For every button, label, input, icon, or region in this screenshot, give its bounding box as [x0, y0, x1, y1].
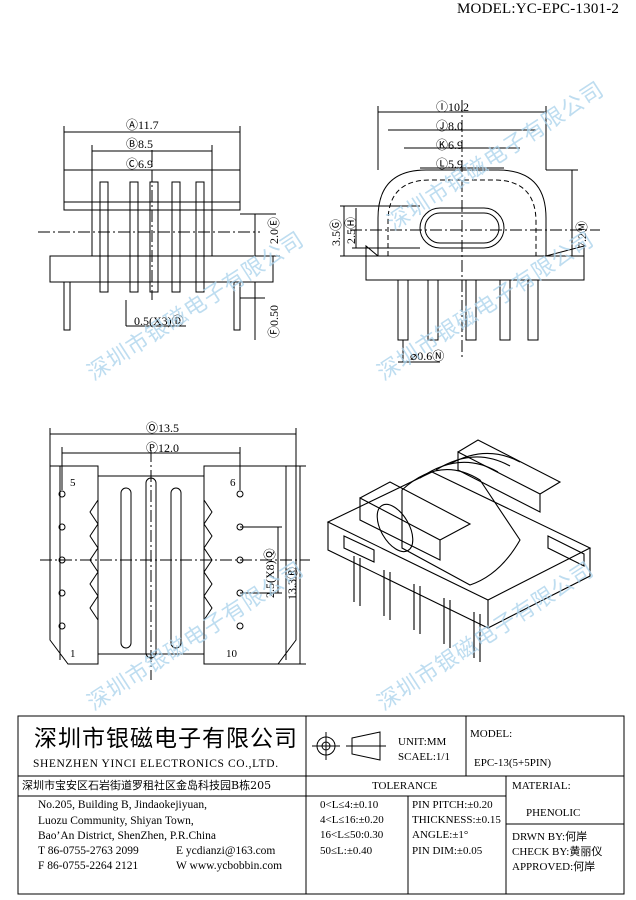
pin-label-6: 6 [230, 477, 236, 489]
model-value: EPC-13(5+5PIN) [474, 757, 552, 769]
tolerance-4: 50≤L:±0.40 [320, 845, 373, 857]
company-name-cn: 深圳市银磁电子有限公司 [34, 726, 298, 752]
company-name-en: SHENZHEN YINCI ELECTRONICS CO.,LTD. [33, 758, 279, 770]
model-title: MODEL:YC-EPC-1301-2 [457, 1, 620, 17]
tolerance-1: 0<L≤4:±0.10 [320, 799, 379, 811]
thickness: THICKNESS:±0.15 [412, 814, 501, 826]
fax: F 86-0755-2264 2121 [38, 860, 139, 872]
tolerance-2: 4<L≤16:±0.20 [320, 814, 384, 826]
bottom-view [40, 428, 310, 680]
dim-A: Ⓐ11.7 [126, 118, 159, 132]
pin-label-10: 10 [226, 648, 237, 660]
material-value: PHENOLIC [526, 807, 581, 819]
pin-label-5: 5 [70, 477, 76, 489]
dim-N: ⌀0.6Ⓝ [410, 349, 445, 363]
dim-D: 0.5(X3)Ⓓ [134, 314, 184, 328]
angle: ANGLE:±1° [412, 829, 469, 841]
scale-label: SCAEL:1/1 [398, 751, 450, 763]
dim-B: Ⓑ8.5 [126, 137, 154, 151]
address-en-line2: Luozu Community, Shiyan Town, [38, 815, 194, 827]
unit-label: UNIT:MM [398, 736, 447, 748]
dim-O: Ⓞ13.5 [146, 421, 180, 435]
address-en-line1: No.205, Building B, Jindaokejiyuan, [38, 799, 207, 811]
dim-L: Ⓛ5.9 [436, 157, 464, 171]
tel: T 86-0755-2763 2099 [38, 845, 139, 857]
material-label: MATERIAL: [512, 780, 571, 792]
website: W www.ycbobbin.com [176, 860, 283, 872]
dim-F: Ⓕ0.50 [267, 304, 281, 338]
isometric-view [326, 439, 592, 662]
dim-I: Ⓘ10.2 [436, 100, 470, 114]
address-cn: 深圳市宝安区石岩街道罗租社区金岛科技园B栋205 [22, 779, 272, 792]
dim-J: Ⓙ8.0 [436, 119, 464, 133]
pin-pitch: PIN PITCH:±0.20 [412, 799, 493, 811]
address-en-line3: Bao’An District, ShenZhen, P.R.China [38, 830, 216, 842]
dim-G: 3.5Ⓖ [329, 218, 343, 246]
tolerance-title: TOLERANCE [372, 780, 438, 792]
side-view [340, 100, 600, 363]
dim-P: Ⓟ12.0 [146, 441, 180, 455]
pin-label-1: 1 [70, 648, 76, 660]
dim-C: Ⓒ6.9 [126, 157, 154, 171]
pin-dim: PIN DIM:±0.05 [412, 845, 483, 857]
email: E ycdianzi@163.com [176, 845, 276, 857]
front-view [38, 126, 280, 340]
model-label: MODEL: [470, 728, 513, 740]
title-block-frame [17, 715, 625, 895]
dim-K: Ⓚ6.9 [436, 138, 464, 152]
drawn-by: DRWN BY:何岸 [512, 831, 588, 843]
tolerance-3: 16<L≤50:0.30 [320, 829, 384, 841]
approved-by: APPROVED:何岸 [512, 861, 596, 873]
check-by: CHECK BY:黄丽仪 [512, 846, 603, 858]
dim-H: 2.5Ⓗ [344, 216, 358, 244]
